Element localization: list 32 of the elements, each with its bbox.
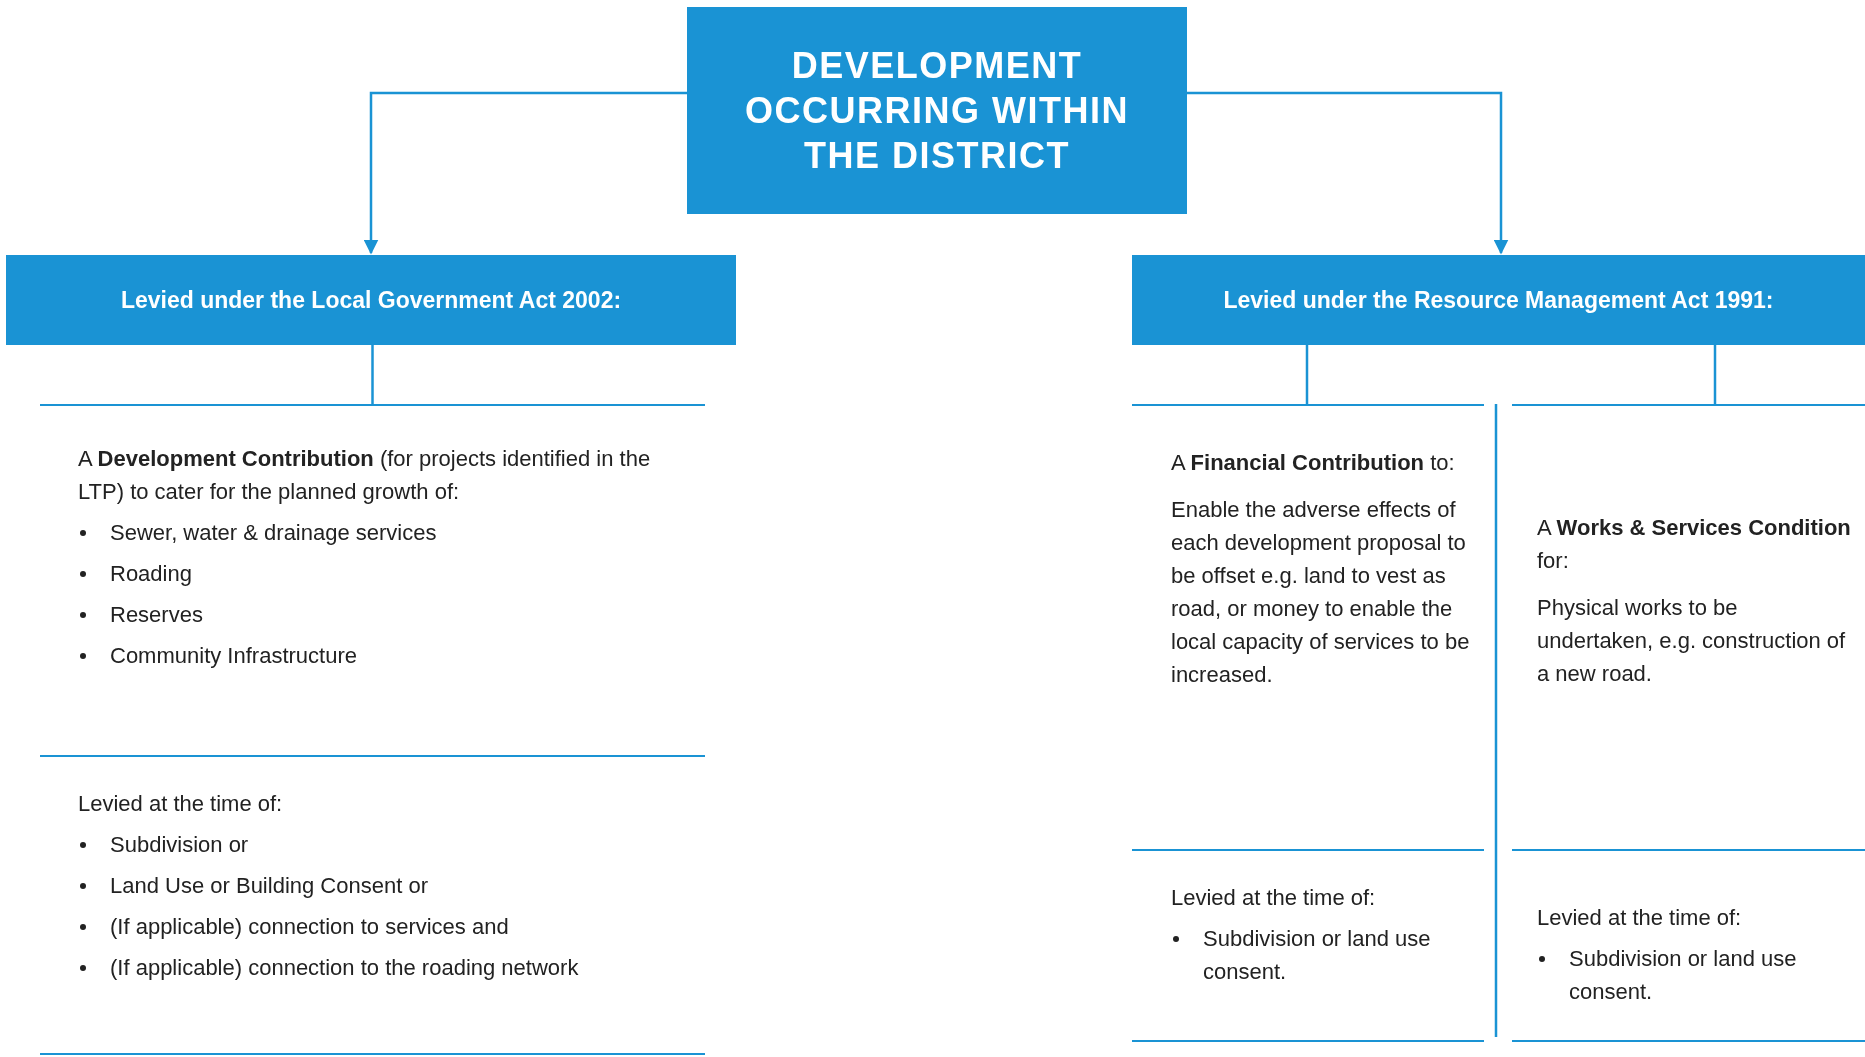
- header-text: Levied under the Resource Management Act 1991:: [1223, 286, 1774, 314]
- connector-line: [1305, 345, 1309, 404]
- bullet-item: Subdivision or: [110, 832, 249, 857]
- paragraph: Levied at the time of:: [1171, 884, 1377, 912]
- paragraph: Enable the adverse effects of each development proposal to be offset e.g. land to vest as road, or money to enable the local capacity of services to be increased.: [1171, 496, 1471, 689]
- bullet-item: Community Infrastructure: [110, 643, 357, 668]
- connector-line: [1713, 345, 1717, 404]
- paragraph: A Works & Services Condition for:: [1537, 514, 1852, 575]
- text-section: [1132, 849, 1484, 1042]
- paragraph: Physical works to be undertaken, e.g. construction of a new road.: [1537, 594, 1847, 688]
- arrow: [1187, 91, 1509, 255]
- header-box: [1132, 255, 1865, 345]
- arrow: [363, 91, 687, 255]
- title-box: [687, 7, 1187, 214]
- bullet-item: Reserves: [110, 602, 203, 627]
- header-box: [6, 255, 736, 345]
- paragraph: A Development Contribution (for projects identified in the LTP) to cater for the planned growth of:: [78, 445, 652, 506]
- bullet-item: (If applicable) connection to services and: [110, 914, 509, 939]
- bullet-item: Land Use or Building Consent or: [110, 873, 428, 898]
- paragraph: A Financial Contribution to:: [1171, 449, 1456, 477]
- title-text: DEVELOPMENT OCCURRING WITHIN THE DISTRICT: [744, 44, 1130, 178]
- bullet-item: Sewer, water & drainage services: [110, 520, 437, 545]
- paragraph: Levied at the time of:: [1537, 904, 1743, 932]
- connector-line: [371, 345, 374, 404]
- bullet-item: Subdivision or land use consent.: [1569, 946, 1797, 1004]
- text-section: [1512, 849, 1865, 1042]
- paragraph: Levied at the time of:: [78, 790, 284, 818]
- bullet-item: (If applicable) connection to the roading network: [110, 955, 579, 980]
- text-section: [40, 755, 705, 1055]
- bullet-item: Subdivision or land use consent.: [1203, 926, 1431, 984]
- header-text: Levied under the Local Government Act 2002:: [120, 286, 622, 314]
- bullet-item: Roading: [110, 561, 192, 586]
